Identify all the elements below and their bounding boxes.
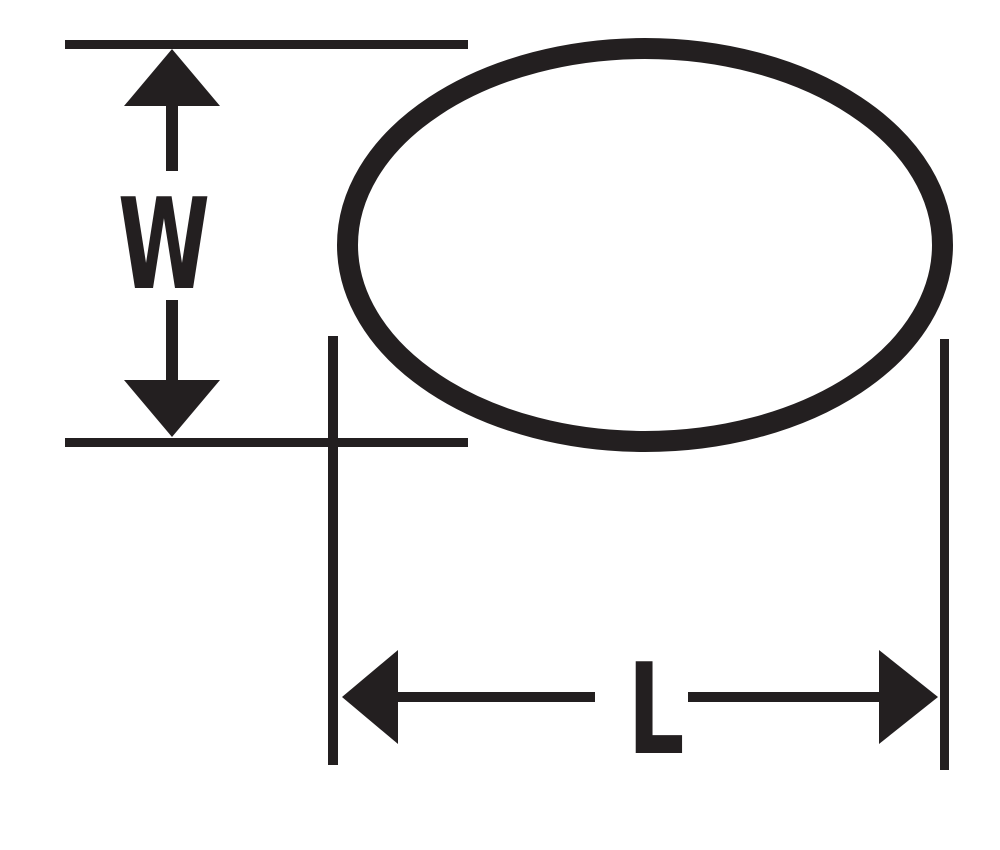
width-arrow-shaft-upper (166, 106, 178, 171)
length-arrowhead-left-icon (342, 650, 398, 744)
width-arrow-shaft-lower (166, 300, 178, 380)
length-label: L (628, 636, 685, 783)
width-arrowhead-down-icon (124, 380, 220, 437)
length-extension-line-left (328, 336, 338, 765)
length-arrowhead-right-icon (879, 650, 938, 744)
length-arrow-shaft-right (688, 692, 879, 702)
length-extension-line-right (940, 339, 949, 770)
width-arrowhead-up-icon (124, 49, 220, 106)
width-extension-line-top (65, 40, 468, 49)
width-label: W (118, 171, 210, 318)
width-extension-line-bottom (65, 438, 468, 447)
length-arrow-shaft-left (398, 692, 595, 702)
dimension-annotations: W L (65, 40, 949, 783)
oval-shape (337, 38, 953, 452)
